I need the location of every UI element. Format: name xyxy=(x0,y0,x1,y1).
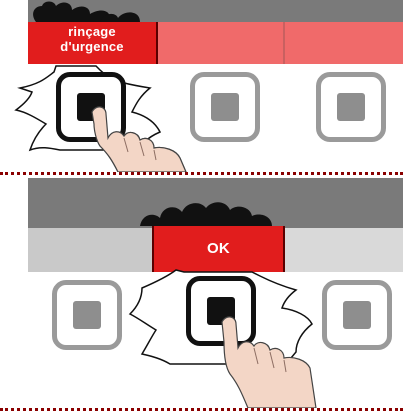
hardware-button-middle[interactable] xyxy=(190,72,260,142)
softkey-emergency-rinse[interactable]: rinçage d'urgence xyxy=(28,24,156,54)
hardware-button-right[interactable] xyxy=(322,280,392,350)
step-1-panel: rinçage d'urgence xyxy=(0,0,403,172)
button-indicator xyxy=(77,93,105,121)
softkey-label-line1: rinçage xyxy=(28,24,156,39)
softkey-ok[interactable]: OK xyxy=(153,240,284,258)
softkey-left-bg xyxy=(28,228,153,272)
hardware-button-left[interactable] xyxy=(56,72,126,142)
button-indicator xyxy=(211,93,239,121)
hardware-button-right[interactable] xyxy=(316,72,386,142)
softkey-ok-label: OK xyxy=(207,240,230,257)
button-indicator xyxy=(343,301,371,329)
softkey-right-bg xyxy=(284,228,403,272)
hardware-button-left[interactable] xyxy=(52,280,122,350)
button-indicator xyxy=(207,297,235,325)
step-separator xyxy=(0,172,403,175)
step-separator xyxy=(0,408,403,411)
step-2-panel: OK xyxy=(0,178,403,408)
hardware-button-middle[interactable] xyxy=(186,276,256,346)
softkey-label-line2: d'urgence xyxy=(28,39,156,54)
button-indicator xyxy=(337,93,365,121)
button-indicator xyxy=(73,301,101,329)
